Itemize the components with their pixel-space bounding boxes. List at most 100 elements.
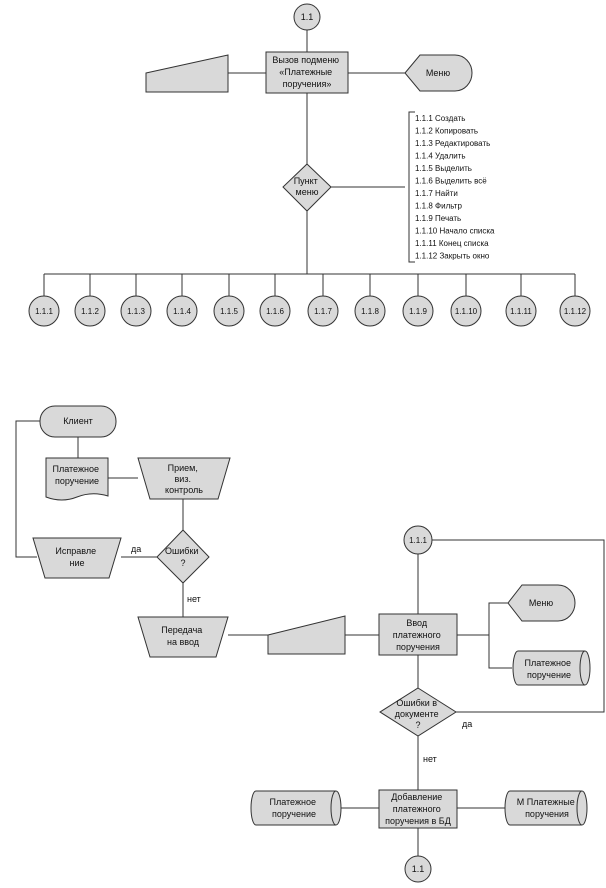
- transfer-shape: Передача на ввод: [137, 616, 229, 658]
- payment-document-shape: Платежное поручение: [45, 457, 109, 501]
- text-line: Ошибки в: [396, 698, 437, 708]
- menu-display-label: Меню: [426, 68, 451, 78]
- yes-label: да: [131, 544, 141, 554]
- text-line: Прием,: [168, 463, 198, 473]
- yes-label: да: [462, 719, 472, 729]
- connector: [457, 602, 508, 636]
- text-line: поручения: [396, 642, 440, 652]
- text-line: ?: [415, 720, 420, 730]
- menu-items-annotation: 1.1.1 Создать 1.1.2 Копировать 1.1.3 Ред…: [408, 111, 497, 263]
- menu-display-label: Меню: [529, 598, 554, 608]
- manual-input-shape: [267, 615, 346, 655]
- payment-storage-left-text: Платежное поручение: [270, 797, 319, 819]
- payments-storage-right: М Платежные поручения: [504, 790, 588, 826]
- correction-text: Исправле ние: [55, 546, 98, 568]
- no-label: нет: [423, 754, 437, 764]
- text-line: поручение: [272, 809, 316, 819]
- branch-node-label: 1.1.3: [127, 307, 145, 316]
- menu-display-shape: Меню: [404, 54, 473, 92]
- text-line: «Платежные: [279, 67, 332, 77]
- branch-node-label: 1.1.10: [455, 307, 478, 316]
- text-line: платежного: [393, 804, 441, 814]
- menu-item-text: 1.1.4 Удалить: [415, 152, 466, 161]
- branch-node-label: 1.1.9: [409, 307, 427, 316]
- loop-connector: [432, 539, 605, 713]
- document-errors-decision: Ошибки в документе ?: [379, 687, 457, 737]
- text-line: поручения в БД: [385, 816, 451, 826]
- text-line: Пункт: [294, 176, 318, 186]
- branch-node-label: 1.1.12: [564, 307, 587, 316]
- branch-node: [307, 295, 339, 327]
- reception-control-text: Прием, виз. контроль: [165, 463, 203, 495]
- menu-item-text: 1.1.3 Редактировать: [415, 139, 490, 148]
- branch-node: [213, 295, 245, 327]
- branch-node: [74, 295, 106, 327]
- text-line: Исправле: [55, 546, 96, 556]
- text-line: ние: [69, 558, 84, 568]
- reception-control-shape: Прием, виз. контроль: [137, 457, 231, 500]
- menu-item-text: 1.1.10 Начало списка: [415, 227, 495, 236]
- branch-node-label: 1.1.2: [81, 307, 99, 316]
- menu-items-list: 1.1.1 Создать 1.1.2 Копировать 1.1.3 Ред…: [415, 114, 497, 261]
- input-payment-text: Ввод платежного поручения: [393, 618, 443, 652]
- text-line: поручение: [527, 670, 571, 680]
- menu-item-text: 1.1.1 Создать: [415, 114, 465, 123]
- payments-storage-right-text: М Платежные поручения: [517, 797, 577, 819]
- text-line: М Платежные: [517, 797, 575, 807]
- text-line: Ввод: [406, 618, 427, 628]
- payment-storage-left: Платежное поручение: [250, 790, 342, 826]
- text-line: поручения»: [283, 79, 332, 89]
- branch-node: [354, 295, 386, 327]
- branch-node: [28, 295, 60, 327]
- end-node-label: 1.1: [412, 864, 425, 874]
- text-line: документе: [395, 709, 439, 719]
- menu-item-decision: Пункт меню: [282, 163, 332, 212]
- menu-display-shape-bottom: Меню: [507, 584, 576, 622]
- text-line: Платежное: [270, 797, 316, 807]
- add-to-db-process: Добавление платежного поручения в БД: [378, 789, 458, 829]
- text-line: поручения: [525, 809, 569, 819]
- menu-item-text: 1.1.6 Выделить всё: [415, 177, 487, 186]
- branch-node-label: 1.1.4: [173, 307, 191, 316]
- text-line: поручение: [55, 476, 99, 486]
- node-1-1-1-label: 1.1.1: [409, 536, 427, 545]
- payment-document-text: Платежное поручение: [53, 464, 102, 486]
- text-line: виз.: [175, 474, 191, 484]
- text-line: Ошибки: [165, 546, 198, 556]
- branch-node: [259, 295, 291, 327]
- submenu-process-box: Вызов подменю «Платежные поручения»: [265, 51, 349, 94]
- branch-node: [402, 295, 434, 327]
- errors-decision-text: Ошибки ?: [165, 546, 201, 568]
- submenu-process-text: Вызов подменю «Платежные поручения»: [272, 55, 341, 89]
- text-line: платежного: [393, 630, 441, 640]
- menu-item-text: 1.1.12 Закрыть окно: [415, 252, 490, 261]
- text-line: Добавление: [391, 792, 442, 802]
- menu-item-text: 1.1.9 Печать: [415, 214, 461, 223]
- text-line: Передача: [161, 625, 202, 635]
- text-line: Вызов подменю: [272, 55, 339, 65]
- text-line: меню: [296, 187, 319, 197]
- branch-node: [120, 295, 152, 327]
- branch-node-label: 1.1.8: [361, 307, 379, 316]
- branch-node: [166, 295, 198, 327]
- input-payment-process: Ввод платежного поручения: [378, 613, 458, 656]
- branch-node-label: 1.1.11: [510, 307, 532, 316]
- menu-item-decision-text: Пункт меню: [294, 176, 321, 197]
- menu-item-text: 1.1.5 Выделить: [415, 164, 472, 173]
- client-label: Клиент: [63, 416, 93, 426]
- text-line: контроль: [165, 485, 203, 495]
- branch-node-label: 1.1.7: [314, 307, 332, 316]
- transfer-text: Передача на ввод: [161, 625, 205, 647]
- menu-item-text: 1.1.8 Фильтр: [415, 202, 462, 211]
- branch-node: [505, 295, 537, 327]
- node-1-1-1: 1.1.1: [403, 525, 433, 555]
- manual-input-shape: [145, 54, 229, 93]
- correction-shape: Исправле ние: [32, 537, 122, 579]
- connector: [15, 420, 40, 558]
- start-node-label: 1.1: [301, 12, 314, 22]
- menu-item-text: 1.1.11 Конец списка: [415, 239, 489, 248]
- text-line: на ввод: [167, 637, 200, 647]
- start-node: 1.1: [293, 3, 321, 31]
